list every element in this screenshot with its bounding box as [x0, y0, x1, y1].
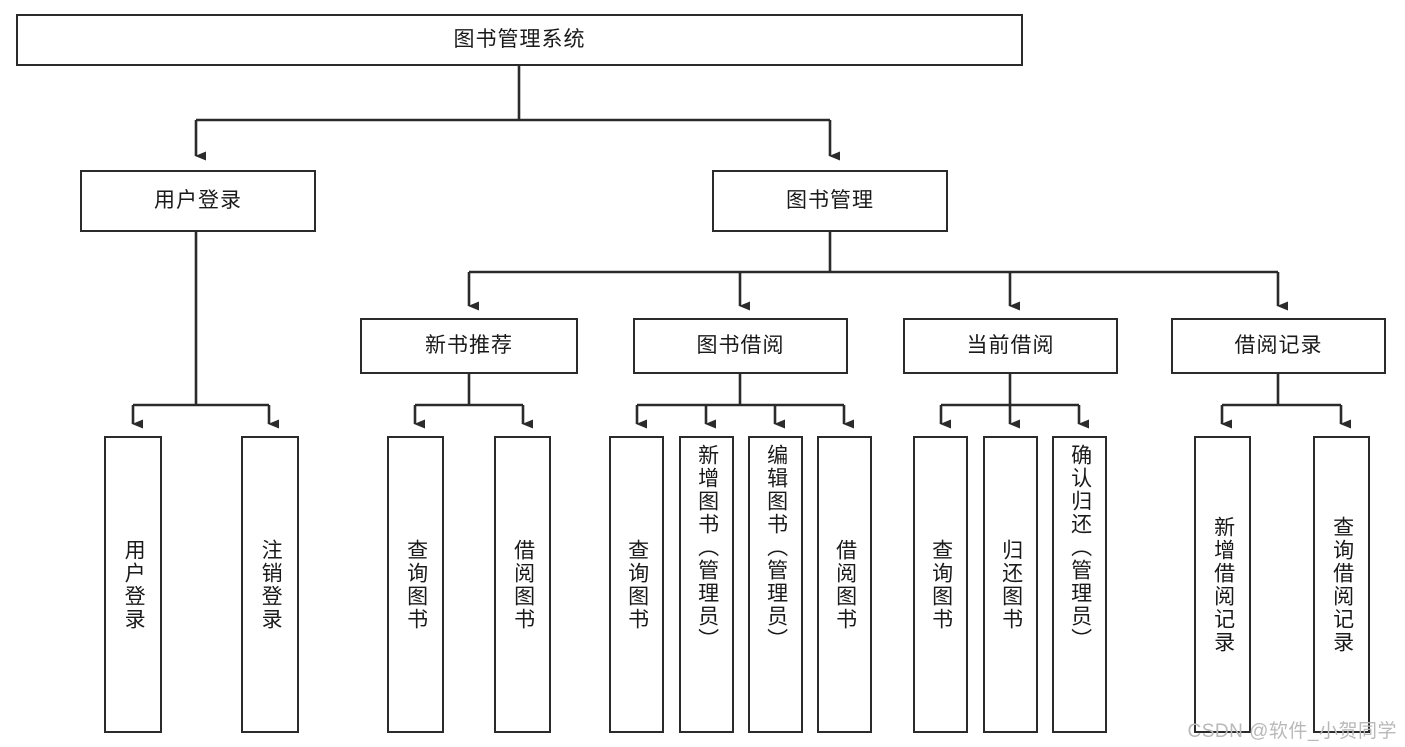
leaf-query-record[interactable]: 查询借阅记录 [1313, 436, 1370, 733]
leaf-label-confirm-return: 确认归还（管理员） [1068, 444, 1092, 651]
leaf-label-edit-book: 编辑图书（管理员） [764, 444, 788, 651]
leaf-label-add-book: 新增图书（管理员） [695, 444, 719, 651]
leaf-borrow-book-2[interactable]: 借阅图书 [817, 436, 872, 733]
leaf-label-return-book: 归还图书 [999, 538, 1023, 631]
leaf-return-book[interactable]: 归还图书 [983, 436, 1038, 733]
node-label-book-borrow: 图书借阅 [696, 334, 785, 358]
node-book-manage[interactable]: 图书管理 [712, 170, 948, 232]
leaf-logout-login[interactable]: 注销登录 [241, 436, 299, 733]
leaf-edit-book[interactable]: 编辑图书（管理员） [748, 436, 803, 733]
leaf-label-query-record: 查询借阅记录 [1330, 515, 1354, 654]
leaf-query-book-2[interactable]: 查询图书 [609, 436, 664, 733]
leaf-label-query-book-1: 查询图书 [404, 538, 428, 631]
leaf-label-add-record: 新增借阅记录 [1211, 515, 1235, 654]
leaf-label-borrow-book-1: 借阅图书 [511, 538, 535, 631]
leaf-label-query-book-2: 查询图书 [625, 538, 649, 631]
node-new-book-recommend[interactable]: 新书推荐 [360, 318, 578, 374]
node-label-borrow-record: 借阅记录 [1234, 334, 1323, 358]
node-current-borrow[interactable]: 当前借阅 [903, 318, 1118, 374]
node-label-book-manage: 图书管理 [786, 189, 874, 213]
node-root-book-management-system[interactable]: 图书管理系统 [16, 14, 1023, 66]
node-user-login[interactable]: 用户登录 [80, 170, 316, 232]
leaf-label-borrow-book-2: 借阅图书 [833, 538, 857, 631]
node-book-borrow[interactable]: 图书借阅 [633, 318, 848, 374]
node-label-root: 图书管理系统 [453, 28, 586, 52]
node-label-current-borrow: 当前借阅 [966, 334, 1055, 358]
leaf-add-record[interactable]: 新增借阅记录 [1194, 436, 1251, 733]
node-borrow-record[interactable]: 借阅记录 [1171, 318, 1386, 374]
leaf-query-book-3[interactable]: 查询图书 [913, 436, 968, 733]
leaf-borrow-book-1[interactable]: 借阅图书 [494, 436, 551, 733]
leaf-label-logout-login: 注销登录 [259, 538, 283, 631]
leaf-add-book[interactable]: 新增图书（管理员） [679, 436, 734, 733]
node-label-new-book-recommend: 新书推荐 [425, 334, 513, 358]
leaf-label-user-login: 用户登录 [122, 538, 146, 631]
leaf-confirm-return[interactable]: 确认归还（管理员） [1052, 436, 1107, 733]
leaf-label-query-book-3: 查询图书 [929, 538, 953, 631]
leaf-query-book-1[interactable]: 查询图书 [387, 436, 444, 733]
leaf-user-login[interactable]: 用户登录 [104, 436, 162, 733]
node-label-user-login: 用户登录 [154, 189, 242, 213]
